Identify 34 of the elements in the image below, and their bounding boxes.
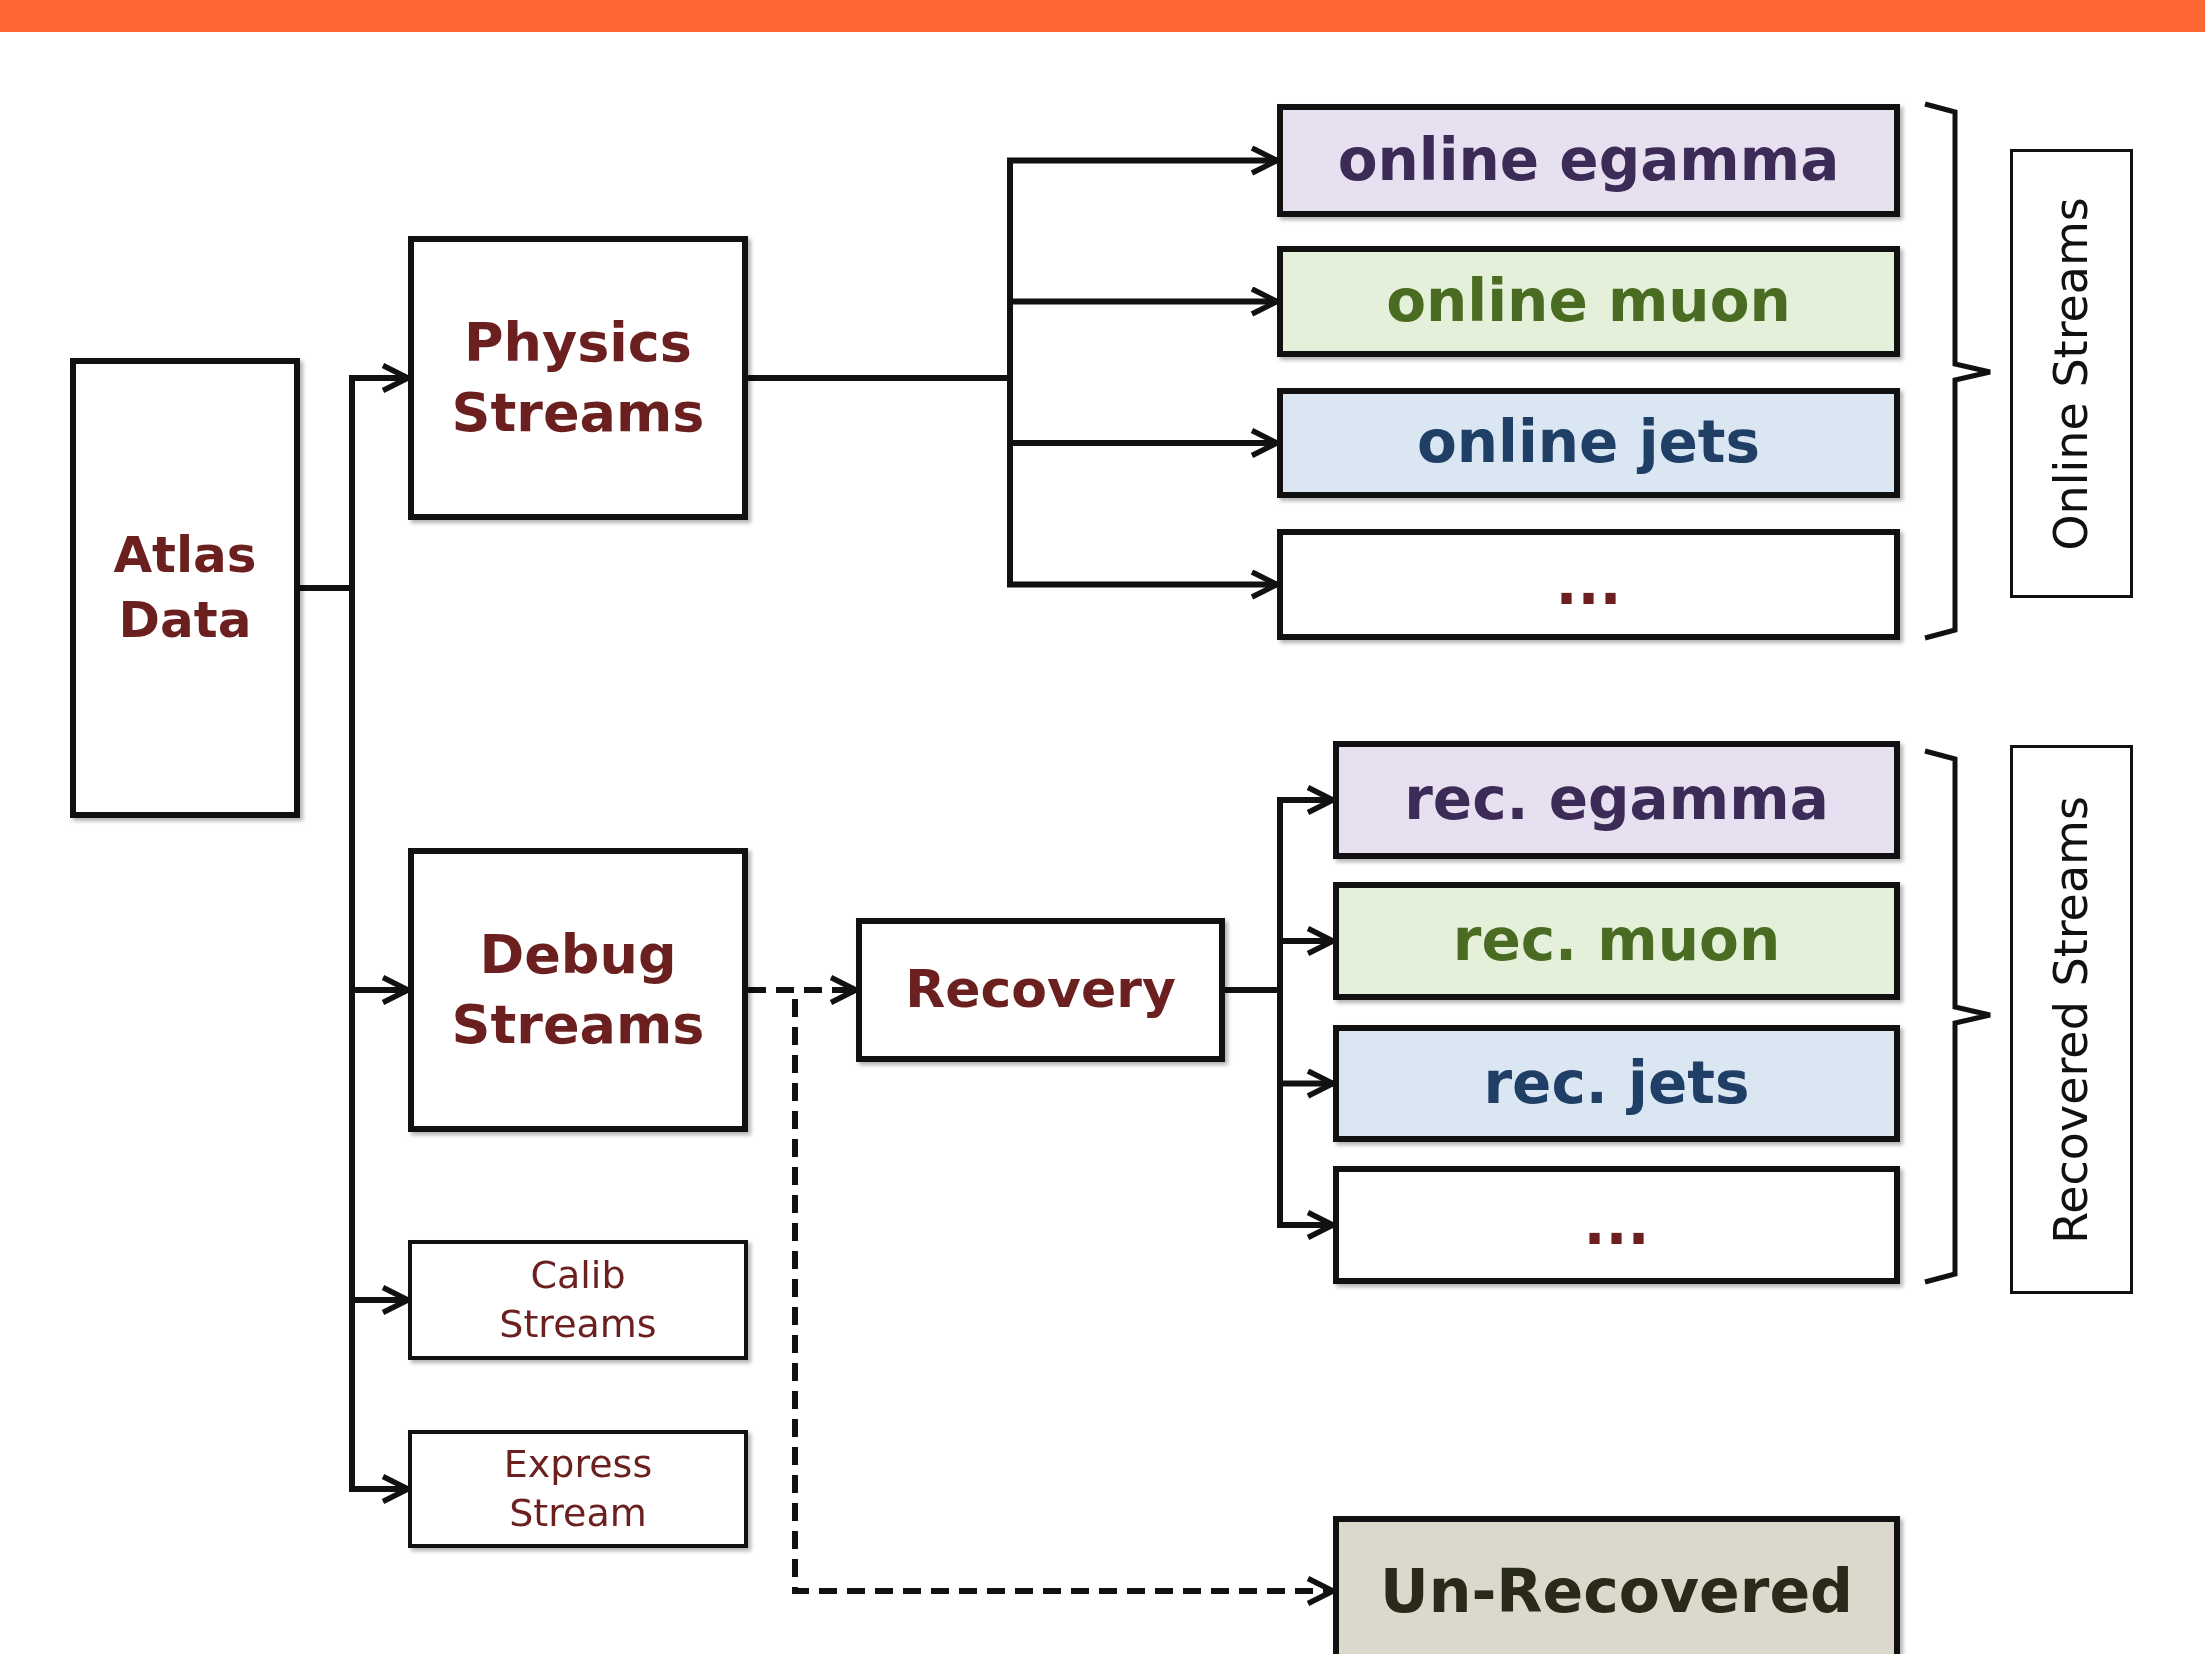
node-label: ... bbox=[1555, 548, 1622, 620]
node-label: Express Stream bbox=[502, 1440, 654, 1537]
process-box bbox=[1277, 529, 1900, 640]
process-box bbox=[408, 1240, 748, 1360]
node-label: rec. jets bbox=[1483, 1047, 1750, 1119]
node-label: Physics Streams bbox=[450, 309, 706, 446]
process-box bbox=[70, 358, 300, 818]
node-label: Recovery bbox=[905, 958, 1176, 1022]
node-label: Un-Recovered bbox=[1379, 1555, 1854, 1628]
node-label: Atlas Data bbox=[112, 525, 258, 651]
process-box bbox=[408, 236, 748, 520]
process-box bbox=[1277, 388, 1900, 498]
process-box bbox=[1333, 1166, 1900, 1284]
node-label: rec. muon bbox=[1452, 905, 1781, 977]
node-label: Debug Streams bbox=[450, 921, 706, 1058]
process-box bbox=[856, 918, 1225, 1062]
group-label-box bbox=[2010, 745, 2133, 1294]
node-label: Recovered Streams bbox=[2042, 795, 2099, 1244]
node-label: ... bbox=[1583, 1189, 1650, 1261]
node-label: online egamma bbox=[1337, 124, 1840, 196]
node-label: online muon bbox=[1386, 265, 1791, 337]
process-box bbox=[1333, 741, 1900, 859]
process-box bbox=[1333, 882, 1900, 1000]
process-box bbox=[1277, 104, 1900, 217]
group-label-box bbox=[2010, 149, 2133, 598]
process-box bbox=[1333, 1516, 1900, 1654]
process-box bbox=[408, 1430, 748, 1548]
node-label: online jets bbox=[1416, 407, 1761, 479]
process-box bbox=[1277, 246, 1900, 357]
process-box bbox=[1333, 1025, 1900, 1142]
node-label: rec. egamma bbox=[1404, 764, 1829, 836]
process-box bbox=[408, 848, 748, 1132]
node-label: Online Streams bbox=[2042, 196, 2099, 551]
node-label: Calib Streams bbox=[498, 1251, 658, 1348]
